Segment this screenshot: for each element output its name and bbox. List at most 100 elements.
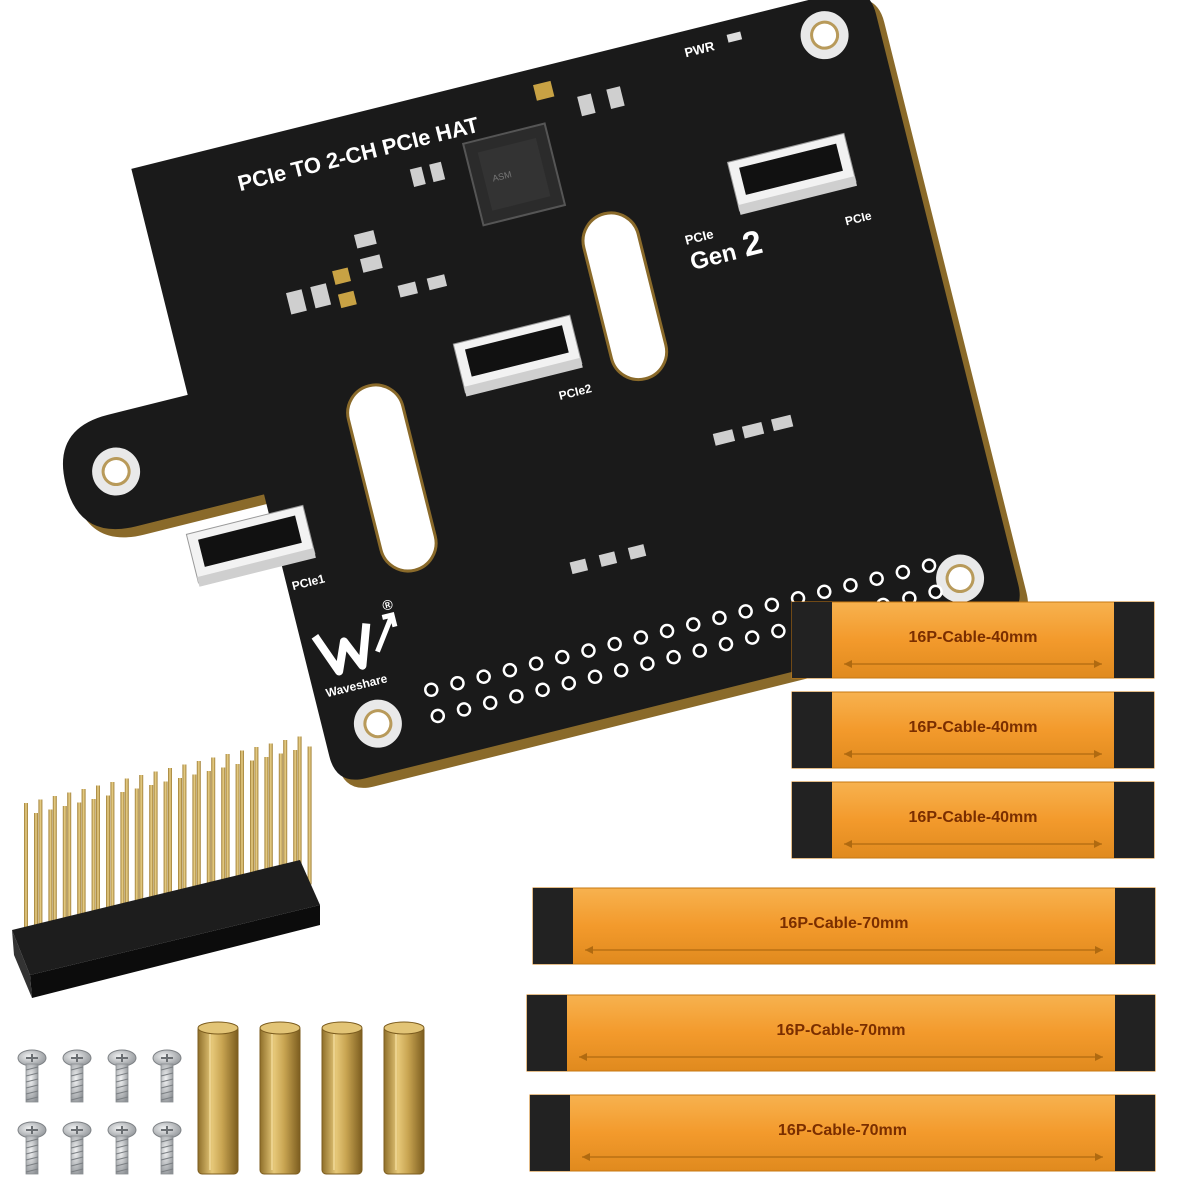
gpio-hole [659, 623, 675, 639]
header-pin [110, 782, 115, 912]
port-label-top-right: PCIe [844, 208, 874, 228]
fpc-cable: 16P-Cable-40mm [791, 601, 1155, 679]
gpio-hole [738, 604, 753, 619]
mounting-hole [92, 447, 141, 496]
header-pin [283, 740, 288, 870]
brass-standoffs [197, 1021, 425, 1175]
gpio-hole [528, 656, 544, 671]
mounting-hole [353, 699, 402, 748]
header-pin [192, 774, 197, 913]
cable-label: 16P-Cable-40mm [909, 809, 1038, 826]
gpio-hole [561, 676, 577, 691]
fpc-cables: 16P-Cable-40mm 16P-Cable-40mm 16P-Cable-40… [526, 601, 1156, 1172]
header-pin [134, 788, 139, 927]
header-pin [168, 768, 172, 898]
gpio-hole [640, 656, 655, 671]
m2-5-screw [62, 1049, 92, 1103]
brass-standoff [383, 1021, 425, 1175]
header-pin [254, 747, 259, 877]
cable-label: 16P-Cable-70mm [778, 1122, 907, 1139]
header-pin [163, 781, 168, 920]
header-pin [178, 778, 182, 916]
header-pin [264, 757, 269, 895]
m2-5-screw [17, 1049, 47, 1103]
fpc-cable: 16P-Cable-40mm [791, 691, 1155, 769]
header-pin [225, 754, 230, 884]
header-pin [124, 778, 129, 909]
gpio-hole [482, 695, 498, 711]
gpio-hole [424, 682, 439, 697]
gpio-hole [712, 610, 727, 626]
screws [17, 1049, 182, 1175]
cable-label: 16P-Cable-40mm [909, 629, 1038, 646]
header-pin [62, 806, 67, 944]
header-pin [278, 753, 283, 892]
gpio-hole [509, 689, 524, 704]
header-pin [38, 799, 43, 930]
gpio-hole [928, 584, 943, 600]
m2-5-screw [62, 1121, 92, 1175]
fpc-cable: 16P-Cable-70mm [529, 1094, 1156, 1172]
m2-5-screw [152, 1121, 182, 1175]
gpio-hole [456, 702, 472, 717]
header-pin [293, 750, 298, 888]
gpio-hole [816, 584, 832, 600]
fpc-cable: 16P-Cable-70mm [526, 994, 1156, 1072]
brass-standoff [321, 1021, 363, 1175]
gpio-hole [744, 630, 760, 645]
header-pin [149, 785, 154, 923]
header-pin [34, 813, 38, 951]
gpio-hole [895, 564, 911, 580]
gpio-hole [771, 623, 786, 639]
header-pin [139, 775, 144, 905]
header-pin [67, 792, 72, 923]
header-pin [268, 743, 273, 874]
fpc-cable: 16P-Cable-40mm [791, 781, 1155, 859]
registered-mark: ® [381, 596, 396, 614]
header-pin [182, 764, 187, 895]
header-pin [297, 736, 302, 867]
gpio-hole [502, 662, 518, 678]
header-pin [52, 796, 57, 926]
cable-label: 16P-Cable-70mm [777, 1022, 906, 1039]
gen-small-label: PCIe [683, 226, 715, 248]
header-pin [24, 803, 28, 933]
gpio-hole [555, 649, 570, 665]
header-pin [153, 771, 158, 902]
header-pin [235, 764, 240, 902]
cable-label: 16P-Cable-40mm [909, 719, 1038, 736]
gpio-hole [476, 669, 491, 684]
pwr-led [726, 31, 743, 43]
pcie-hat-board: PCIe TO 2-CH PCIe HAT PWR ASM [62, 0, 1028, 788]
header-pin [307, 746, 312, 885]
waveshare-logo [311, 611, 398, 676]
mounting-hole [936, 554, 985, 603]
pcie-switch-chip: ASM [461, 122, 567, 227]
header-pin [206, 771, 211, 909]
gpio-stacking-header [12, 736, 320, 998]
fpc-connector-top-right [726, 132, 857, 215]
cable-label: 16P-Cable-70mm [780, 915, 909, 932]
fpc-cable: 16P-Cable-70mm [532, 887, 1156, 965]
gpio-hole [921, 558, 937, 573]
gpio-hole [633, 630, 649, 645]
pwr-label: PWR [683, 38, 717, 60]
gpio-hole [764, 597, 780, 613]
fpc-connector-middle [452, 314, 583, 397]
gpio-hole [587, 669, 603, 685]
gpio-hole [581, 643, 596, 658]
gpio-hole [718, 636, 734, 652]
smd-components [286, 86, 794, 575]
svg-text:ASM: ASM [491, 169, 512, 183]
header-pin [120, 792, 125, 930]
header-pin [240, 750, 244, 881]
gpio-hole [535, 682, 550, 698]
gpio-hole [869, 571, 884, 586]
brass-standoff [259, 1021, 301, 1175]
header-pin [221, 767, 226, 906]
gpio-hole [450, 675, 465, 691]
m2-5-screw [17, 1121, 47, 1175]
brass-standoff [197, 1021, 239, 1175]
